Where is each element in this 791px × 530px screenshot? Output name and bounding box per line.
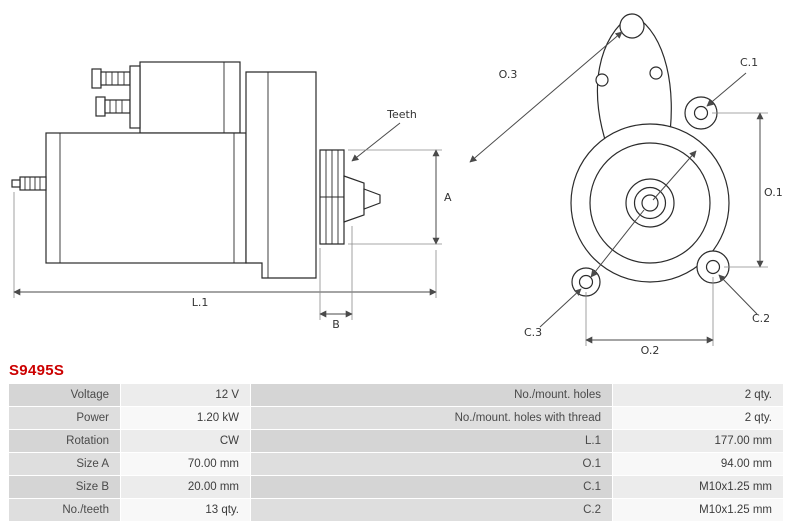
mounting-flange	[570, 96, 730, 297]
drive-housing	[245, 71, 317, 279]
spec-value-c2: M10x1.25 mm	[612, 498, 784, 522]
starter-side-view: Teeth A L.1 B	[11, 61, 452, 331]
spec-label-power: Power	[8, 406, 121, 430]
part-number: S9495S	[9, 362, 65, 379]
dim-label-o2: O.2	[641, 344, 660, 357]
side-view-dimensions: Teeth A L.1 B	[13, 108, 452, 331]
spec-label-mount-holes-thread: No./mount. holes with thread	[250, 406, 613, 430]
dim-label-l1: L.1	[192, 296, 209, 309]
dim-label-a: A	[444, 191, 452, 204]
dim-label-o1: O.1	[764, 186, 783, 199]
spec-label-c2: C.2	[250, 498, 613, 522]
spec-value-voltage: 12 V	[120, 383, 251, 407]
spec-value-size-a: 70.00 mm	[120, 452, 251, 476]
table-row: Power 1.20 kW No./mount. holes with thre…	[8, 406, 784, 430]
spec-value-o1: 94.00 mm	[612, 452, 784, 476]
spec-value-l1: 177.00 mm	[612, 429, 784, 453]
spec-label-mount-holes: No./mount. holes	[250, 383, 613, 407]
table-row: Size A 70.00 mm O.1 94.00 mm	[8, 452, 784, 476]
spec-value-size-b: 20.00 mm	[120, 475, 251, 499]
dim-label-c3: C.3	[524, 326, 542, 339]
spec-label-o1: O.1	[250, 452, 613, 476]
technical-drawing: Teeth A L.1 B	[11, 13, 783, 357]
solenoid	[129, 61, 241, 134]
spec-label-size-b: Size B	[8, 475, 121, 499]
table-row: Size B 20.00 mm C.1 M10x1.25 mm	[8, 475, 784, 499]
spec-label-rotation: Rotation	[8, 429, 121, 453]
spec-value-rotation: CW	[120, 429, 251, 453]
spec-value-mount-holes-thread: 2 qty.	[612, 406, 784, 430]
spec-value-c1: M10x1.25 mm	[612, 475, 784, 499]
spec-table: Voltage 12 V No./mount. holes 2 qty. Pow…	[8, 383, 784, 522]
spec-label-c1: C.1	[250, 475, 613, 499]
pinion-gear	[319, 149, 381, 245]
terminal-studs	[91, 68, 131, 117]
dim-label-c1: C.1	[740, 56, 758, 69]
dim-label-c2: C.2	[752, 312, 770, 325]
spec-label-l1: L.1	[250, 429, 613, 453]
front-view-dimensions: O.3 C.1 O.1 C.3 C.2 O.2	[469, 31, 783, 357]
spec-value-teeth: 13 qty.	[120, 498, 251, 522]
table-row: No./teeth 13 qty. C.2 M10x1.25 mm	[8, 498, 784, 522]
dim-label-b: B	[332, 318, 340, 331]
spec-label-voltage: Voltage	[8, 383, 121, 407]
spec-label-teeth: No./teeth	[8, 498, 121, 522]
dim-label-teeth: Teeth	[386, 108, 417, 121]
dim-label-o3: O.3	[499, 68, 518, 81]
spec-label-size-a: Size A	[8, 452, 121, 476]
spec-value-power: 1.20 kW	[120, 406, 251, 430]
table-row: Voltage 12 V No./mount. holes 2 qty.	[8, 383, 784, 407]
table-row: Rotation CW L.1 177.00 mm	[8, 429, 784, 453]
motor-body	[11, 132, 247, 264]
spec-value-mount-holes: 2 qty.	[612, 383, 784, 407]
starter-front-view: O.3 C.1 O.1 C.3 C.2 O.2	[469, 13, 783, 357]
